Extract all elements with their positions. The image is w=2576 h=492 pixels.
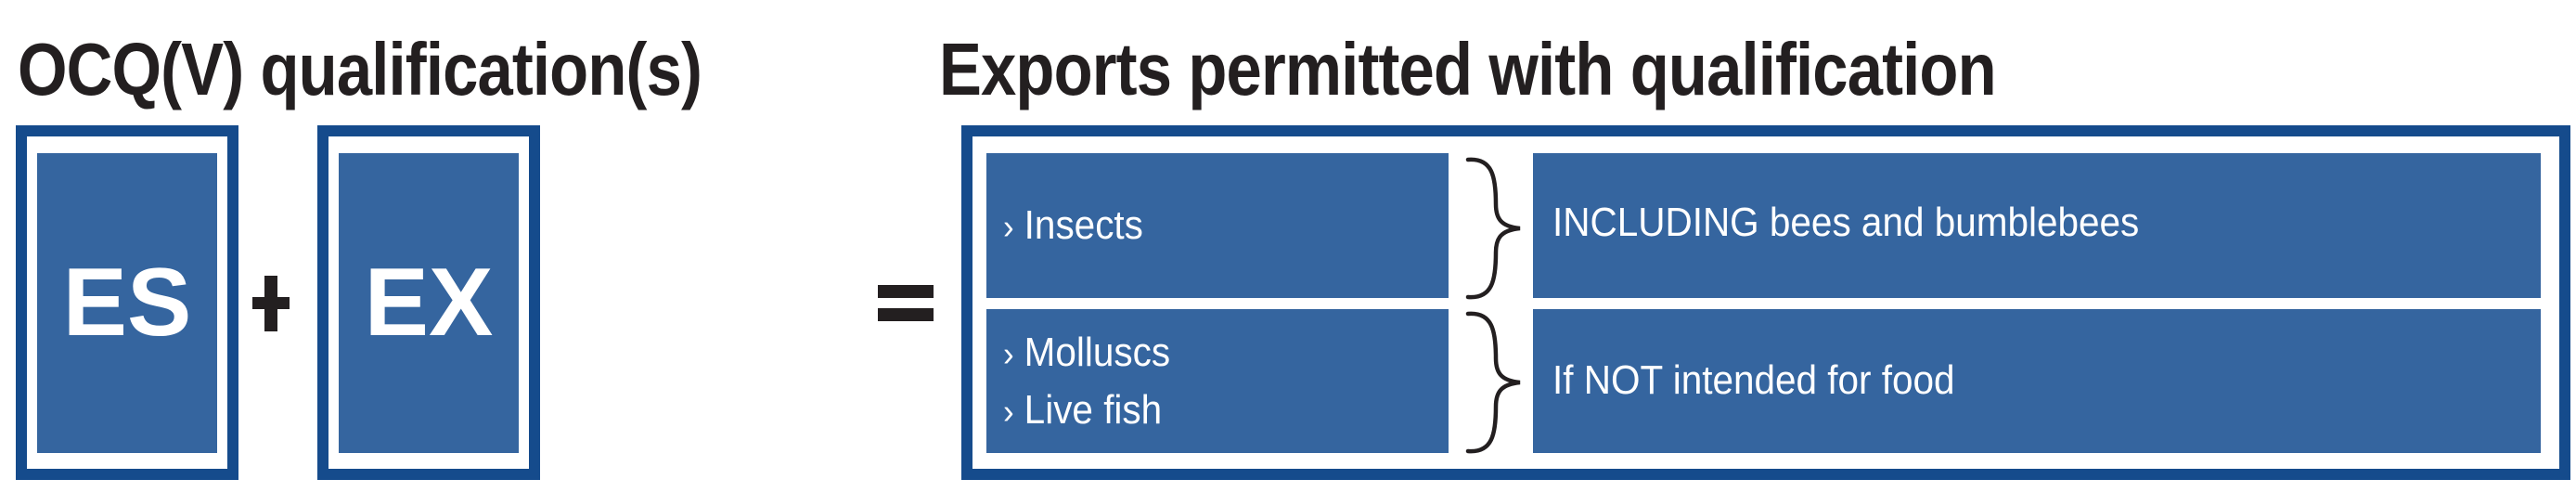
qualification-box-es: ES xyxy=(16,125,238,480)
exports-row-2-items: › Molluscs › Live fish xyxy=(986,309,1449,453)
list-item-label: Molluscs xyxy=(1024,330,1171,375)
list-item: › Insects xyxy=(1003,198,1143,255)
qualification-box-ex-fill: EX xyxy=(339,153,519,453)
list-item-label: Insects xyxy=(1024,202,1143,248)
chevron-right-icon: › xyxy=(1003,335,1014,374)
exports-row-2-condition: If NOT intended for food xyxy=(1533,309,2541,453)
curly-brace-icon xyxy=(1465,157,1521,300)
list-item: › Live fish xyxy=(1003,382,1170,440)
exports-title: Exports permitted with qualification xyxy=(939,28,1997,110)
condition-text: If NOT intended for food xyxy=(1552,357,1955,403)
exports-row-1-items: › Insects xyxy=(986,153,1449,298)
plus-icon xyxy=(252,276,290,331)
chevron-right-icon: › xyxy=(1003,393,1014,432)
qualification-code-ex: EX xyxy=(364,249,494,356)
curly-brace-icon xyxy=(1465,311,1521,454)
qualification-code-es: ES xyxy=(62,249,192,356)
chevron-right-icon: › xyxy=(1003,208,1014,247)
exports-row-1-condition: INCLUDING bees and bumblebees xyxy=(1533,153,2541,298)
condition-text: INCLUDING bees and bumblebees xyxy=(1552,200,2140,245)
exports-row-1-item-list: › Insects xyxy=(1003,198,1143,255)
qualifications-title: OCQ(V) qualification(s) xyxy=(18,28,702,110)
qualification-box-ex: EX xyxy=(317,125,540,480)
list-item: › Molluscs xyxy=(1003,325,1170,382)
exports-row-2-item-list: › Molluscs › Live fish xyxy=(1003,325,1170,440)
qualification-box-es-fill: ES xyxy=(37,153,217,453)
list-item-label: Live fish xyxy=(1024,387,1163,433)
equals-icon xyxy=(878,285,934,322)
